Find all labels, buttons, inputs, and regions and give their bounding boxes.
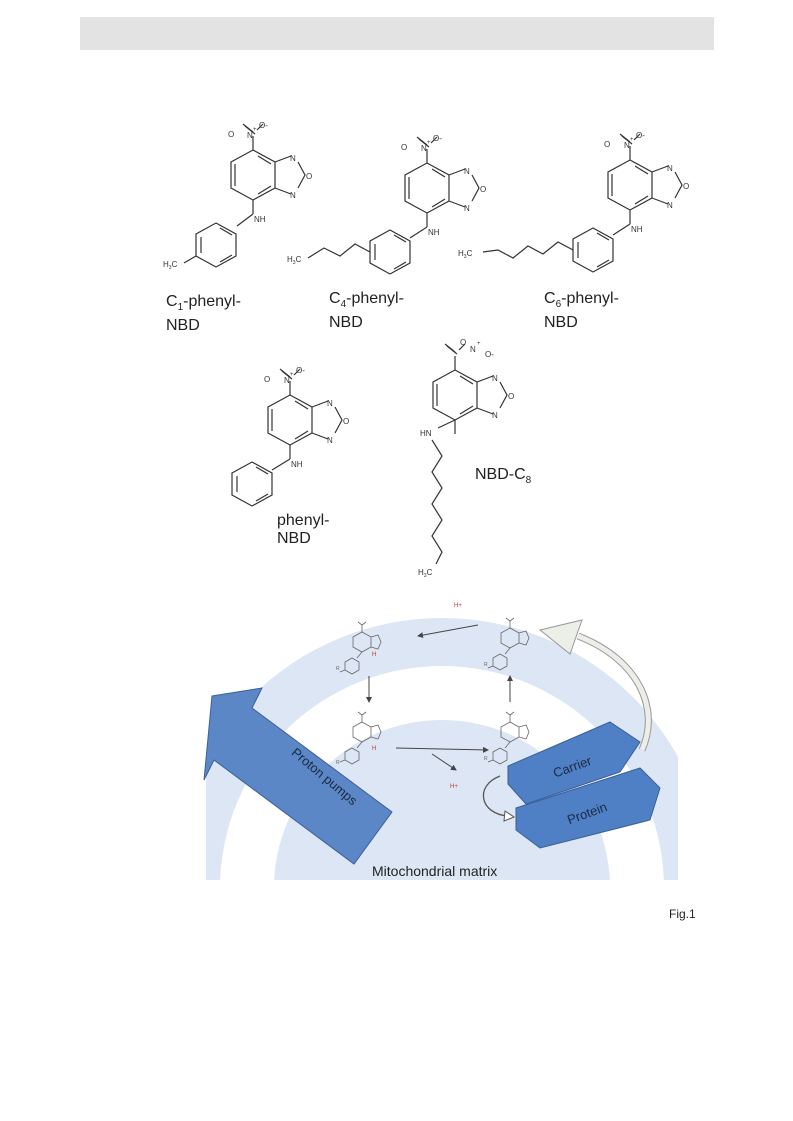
svg-text:N: N xyxy=(327,436,333,445)
svg-text:H: H xyxy=(372,746,376,752)
svg-text:NH: NH xyxy=(254,215,266,224)
svg-text:N: N xyxy=(247,131,253,140)
svg-text:N: N xyxy=(470,345,476,354)
label-nbd-c8: NBD-C8 xyxy=(475,466,532,487)
svg-text:O-: O- xyxy=(433,134,442,143)
svg-text:NH: NH xyxy=(291,460,303,469)
svg-text:R: R xyxy=(336,760,340,766)
svg-text:O: O xyxy=(343,417,349,426)
svg-text:O: O xyxy=(480,185,486,194)
svg-text:R: R xyxy=(484,662,488,668)
svg-text:HN: HN xyxy=(420,429,432,438)
carrier-shape xyxy=(507,721,641,805)
label-c4-phenyl-nbd: C4-phenyl- NBD xyxy=(329,290,404,332)
svg-text:O: O xyxy=(401,143,407,152)
svg-text:+: + xyxy=(427,140,431,146)
label-c1-phenyl-nbd: C1-phenyl- NBD xyxy=(166,293,241,335)
svg-text:+: + xyxy=(477,341,481,347)
svg-text:N: N xyxy=(421,144,427,153)
header-bar xyxy=(80,17,714,50)
label-phenyl-nbd: phenyl- NBD xyxy=(277,512,330,547)
svg-text:N: N xyxy=(464,204,470,213)
svg-text:O: O xyxy=(683,182,689,191)
proton-pumps-arrow xyxy=(203,687,393,865)
mechanism-diagram: R R R R H H H+ H+ Proton pumps Carrier P… xyxy=(203,590,678,880)
svg-text:H+: H+ xyxy=(450,784,458,790)
structure-c1-phenyl-nbd: O N + O- N O N NH H3C xyxy=(163,121,312,271)
svg-text:O: O xyxy=(604,140,610,149)
svg-text:O: O xyxy=(228,130,234,139)
svg-text:N: N xyxy=(290,154,296,163)
figure-label: Fig.1 xyxy=(669,907,696,921)
label-c6-phenyl-nbd: C6-phenyl- NBD xyxy=(544,290,619,332)
svg-text:N: N xyxy=(624,141,630,150)
structures-figure: O N + O- N O N NH H3C O N + O- N O N NH … xyxy=(163,121,689,579)
svg-text:+: + xyxy=(253,127,257,133)
svg-text:R: R xyxy=(484,756,488,762)
svg-text:H3C: H3C xyxy=(418,568,433,579)
svg-text:N: N xyxy=(464,167,470,176)
matrix-label: Mitochondrial matrix xyxy=(372,863,497,879)
svg-text:H3C: H3C xyxy=(458,249,473,260)
svg-text:H: H xyxy=(372,652,376,658)
svg-text:O: O xyxy=(508,392,514,401)
svg-text:N: N xyxy=(667,201,673,210)
svg-text:+: + xyxy=(290,372,294,378)
svg-text:R: R xyxy=(336,666,340,672)
svg-text:O: O xyxy=(264,375,270,384)
svg-text:N: N xyxy=(492,374,498,383)
structure-c6-phenyl-nbd: O N + O- N O N NH H3C xyxy=(458,131,689,273)
structure-c4-phenyl-nbd: O N + O- N O N NH H3C xyxy=(287,134,486,275)
svg-text:+: + xyxy=(630,137,634,143)
protein-shape xyxy=(515,767,661,849)
svg-text:H3C: H3C xyxy=(163,260,178,271)
recycle-arrow-head xyxy=(538,619,583,655)
svg-text:O: O xyxy=(306,172,312,181)
svg-text:O: O xyxy=(460,338,466,347)
svg-text:O-: O- xyxy=(485,350,494,359)
svg-text:H+: H+ xyxy=(454,603,462,609)
svg-text:N: N xyxy=(492,411,498,420)
svg-text:O-: O- xyxy=(636,131,645,140)
svg-text:N: N xyxy=(290,191,296,200)
turn-arrow xyxy=(482,775,509,817)
svg-text:NH: NH xyxy=(631,225,643,234)
svg-text:N: N xyxy=(327,399,333,408)
svg-text:N: N xyxy=(284,376,290,385)
svg-text:O-: O- xyxy=(259,121,268,130)
svg-text:N: N xyxy=(667,164,673,173)
svg-text:NH: NH xyxy=(428,228,440,237)
svg-text:O-: O- xyxy=(296,366,305,375)
structure-nbd-c8: N + O- O N O N HN H3C xyxy=(418,338,514,579)
structure-phenyl-nbd: O N + O- N O N NH xyxy=(231,366,349,507)
svg-text:H3C: H3C xyxy=(287,255,302,266)
